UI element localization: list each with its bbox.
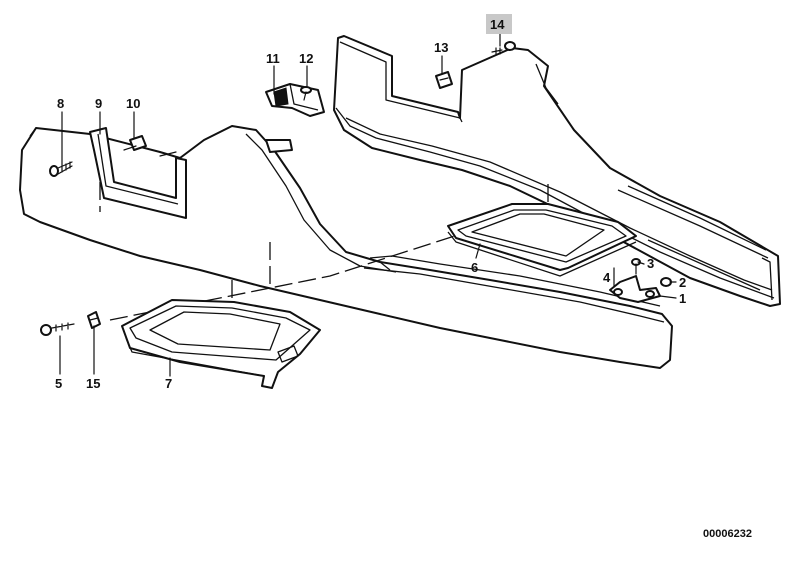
callout-4: 4 (603, 270, 611, 285)
callout-6: 6 (471, 260, 478, 275)
part-13-clip (435, 71, 453, 89)
callout-labels: 14 13 11 12 8 9 10 6 3 4 2 1 5 15 7 (55, 14, 686, 391)
callout-13: 13 (434, 40, 448, 55)
part-4-bracket (609, 275, 661, 303)
callout-10: 10 (126, 96, 140, 111)
callout-14-highlight (486, 14, 512, 34)
part-8-screw (49, 161, 73, 177)
document-number: 00006232 (703, 528, 752, 540)
part-11-bracket (265, 83, 325, 117)
part-6-tray (447, 203, 637, 277)
callout-11: 11 (266, 51, 280, 66)
part-15-clip (87, 311, 101, 329)
leader-lines (59, 33, 677, 377)
callout-5: 5 (55, 376, 62, 391)
callout-3: 3 (647, 256, 654, 271)
callout-1: 1 (679, 291, 686, 306)
side-trim-panel (333, 35, 781, 307)
part-14-screw (491, 41, 516, 55)
part-12-screw (300, 86, 312, 101)
part-10-clip (123, 135, 147, 151)
part-7-tray (121, 299, 321, 389)
part-9-frame (89, 127, 187, 219)
callout-2: 2 (679, 275, 686, 290)
callout-15: 15 (86, 376, 100, 391)
callout-8: 8 (57, 96, 64, 111)
part-5-screw (40, 322, 75, 336)
callout-7: 7 (165, 376, 172, 391)
part-3-screw (631, 258, 641, 275)
callout-14: 14 (490, 17, 505, 32)
callout-12: 12 (299, 51, 313, 66)
callout-9: 9 (95, 96, 102, 111)
